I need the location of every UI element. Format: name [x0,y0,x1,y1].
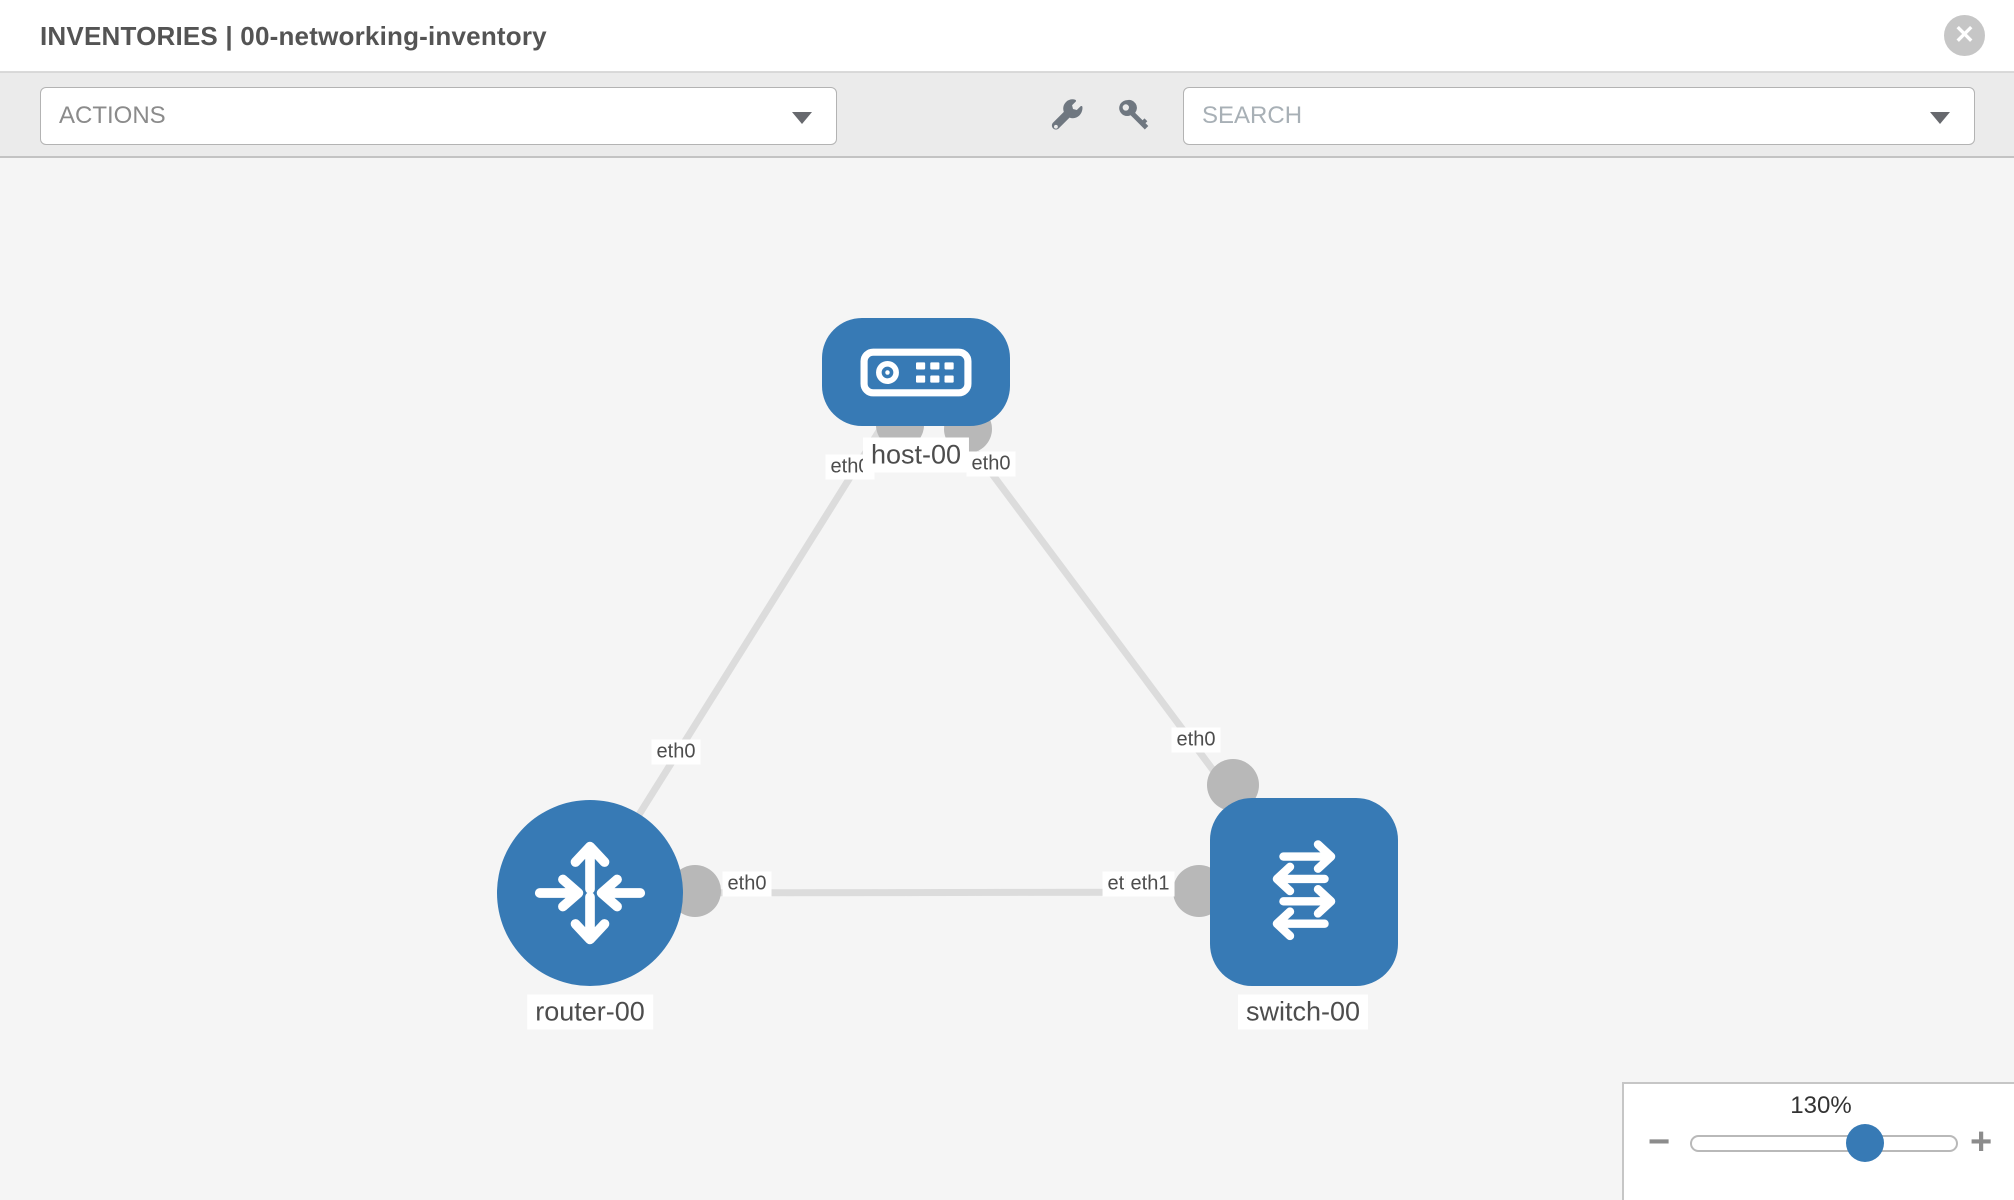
interface-label: eth0 [1171,727,1221,753]
node-router-00[interactable] [497,800,683,986]
chevron-down-icon [1930,112,1950,124]
actions-dropdown-label: ACTIONS [59,102,166,129]
topology-canvas[interactable]: eth0 eth0 eth0 eth0 eth0 eth0 eth1 host-… [0,158,2014,1200]
node-label-router: router-00 [527,994,653,1030]
zoom-control-panel: 130% − + [1622,1082,2014,1200]
zoom-in-button[interactable]: + [1970,1121,1993,1163]
search-dropdown[interactable]: SEARCH [1183,87,1975,145]
zoom-out-button[interactable]: − [1648,1121,1671,1163]
key-icon[interactable] [1116,97,1154,135]
interface-label: eth0 [651,739,701,765]
switch-icon [1272,840,1336,941]
node-host-00[interactable] [822,318,1010,426]
window-header: INVENTORIES | 00-networking-inventory ✕ [0,0,2014,72]
close-icon[interactable]: ✕ [1944,15,1985,56]
node-label-host: host-00 [862,437,970,473]
toolbar: ACTIONS SEARCH [0,72,2014,158]
node-switch-00[interactable] [1210,798,1398,986]
zoom-level-value: 130% [1790,1092,1852,1119]
interface-label: eth0 [722,871,772,897]
page-title: INVENTORIES | 00-networking-inventory [40,21,547,51]
interface-label: eth1 [1125,871,1175,897]
actions-dropdown[interactable]: ACTIONS [40,87,837,145]
router-icon [534,841,646,945]
topology-links-layer [587,369,1307,917]
interface-label: eth0 [966,451,1016,477]
node-label-switch: switch-00 [1237,994,1369,1030]
search-dropdown-label: SEARCH [1202,102,1303,129]
zoom-slider-track[interactable] [1690,1135,1958,1152]
chevron-down-icon [792,112,812,124]
host-icon [860,348,972,396]
wrench-icon[interactable] [1048,97,1086,135]
zoom-slider-handle[interactable] [1846,1124,1884,1162]
